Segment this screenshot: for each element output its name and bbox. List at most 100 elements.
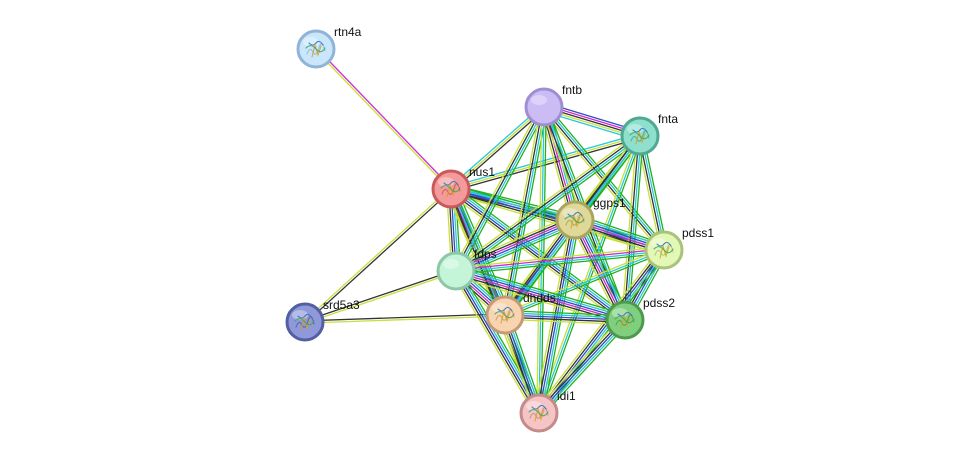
edge-srd5a3-fdps[interactable] [304,269,457,324]
node-rtn4a[interactable]: rtn4a [296,25,362,69]
edge-line-green [541,322,629,417]
edge-line-yellow [303,187,451,322]
edge-line-cyan [456,250,665,273]
node-dhdds[interactable]: dhdds [485,291,556,335]
edge-line-yellow [636,136,662,251]
edge-line-green [457,265,627,316]
edge-pdss1-fdps[interactable] [455,246,665,275]
edge-srd5a3-dhdds[interactable] [304,313,506,324]
edge-line-yellow [455,246,664,269]
edge-line-yellow [447,191,623,325]
edge-line-magenta [455,218,575,271]
node-fdps[interactable]: fdps [436,247,497,291]
protein-structure-icon [629,127,650,145]
edge-line-black [536,318,624,412]
edge-fnta-fdps[interactable] [453,132,643,275]
edge-line-black [449,190,625,323]
edge-line-yellow [451,272,536,416]
protein-structure-icon [614,311,635,329]
edge-pdss2-idi1[interactable] [535,316,629,417]
edge-line-green [459,268,544,412]
edge-line-yellow [534,219,572,413]
protein-structure-icon [564,211,585,229]
edge-fnta-idi1[interactable] [536,135,643,414]
edge-rtn4a-nus1[interactable] [314,47,453,191]
edge-line-yellow [539,107,572,222]
protein-structure-icon [294,313,315,331]
node-circle[interactable] [436,251,476,291]
edge-line-black [304,269,456,322]
edge-line-black [452,108,546,192]
edges-layer [303,47,669,417]
edge-line-blue [504,219,576,316]
edge-line-black [304,313,505,322]
node-label: pdss1 [682,226,714,240]
node-label: fntb [562,83,582,97]
node-fntb[interactable]: fntb [524,83,582,127]
edge-fdps-idi1[interactable] [451,268,544,416]
node-idi1[interactable]: idi1 [519,389,576,433]
edge-line-black [503,106,544,315]
edge-line-yellow [453,214,574,267]
node-label: nus1 [469,165,495,179]
nodes-layer: rtn4a fntb fnta nus1 ggps1 pdss1 fdps srd5a3 dhd… [285,25,714,433]
edge-line-cyan [538,135,641,414]
node-label: fdps [474,247,497,261]
node-circle[interactable] [524,87,564,127]
edge-line-yellow [500,217,572,313]
edge-line-cyan [540,250,667,415]
edge-pdss1-dhdds[interactable] [503,247,666,318]
edge-line-black [451,137,641,192]
node-srd5a3[interactable]: srd5a3 [285,298,360,342]
edge-line-blue [456,269,626,320]
edge-line-cyan [504,249,665,316]
node-ggps1[interactable]: ggps1 [555,196,626,240]
node-label: pdss2 [643,296,675,310]
edge-line-blue [455,270,540,414]
edge-line-green [541,252,669,417]
edge-line-blue [456,220,576,273]
edge-line-black [454,134,640,271]
node-label: srd5a3 [323,298,360,312]
edge-line-green [505,309,626,317]
edge-line-green [540,107,547,414]
edge-line-green [456,252,665,275]
edge-line-blue [538,219,576,414]
edge-line-black [305,189,453,324]
edge-line-yellow [450,106,545,190]
node-pdss1[interactable]: pdss1 [644,226,714,270]
edge-line-black [453,271,538,415]
node-label: dhdds [523,291,556,305]
edge-dhdds-pdss2[interactable] [504,309,626,326]
edge-line-green [458,108,548,273]
edge-ggps1-fdps[interactable] [453,214,578,277]
edge-nus1-fntb[interactable] [449,104,546,192]
edge-line-magenta [316,47,453,189]
protein-structure-icon [440,180,461,198]
edge-line-black [454,216,574,269]
edge-line-yellow [534,246,662,411]
node-fnta[interactable]: fnta [620,112,678,156]
node-nus1[interactable]: nus1 [431,165,495,209]
edge-fntb-fdps[interactable] [452,105,548,273]
edge-line-black [536,219,574,413]
edge-line-cyan [456,136,642,273]
edge-line-green [453,184,629,318]
edge-line-black [623,135,640,320]
edge-line-cyan [505,312,626,319]
edge-line-black [541,107,574,221]
protein-structure-icon [528,404,549,422]
edge-line-green [642,135,668,250]
edge-nus1-srd5a3[interactable] [303,187,453,324]
edge-pdss1-idi1[interactable] [534,246,669,417]
edge-line-cyan [538,106,545,414]
node-label: idi1 [557,389,576,403]
edge-line-yellow [314,49,451,191]
edge-line-yellow [501,106,542,315]
node-pdss2[interactable]: pdss2 [605,296,675,340]
protein-structure-icon [305,40,326,58]
edge-line-blue [450,188,626,321]
edge-line-green [451,184,577,217]
edge-line-blue [504,314,626,321]
edge-line-blue [538,249,665,414]
